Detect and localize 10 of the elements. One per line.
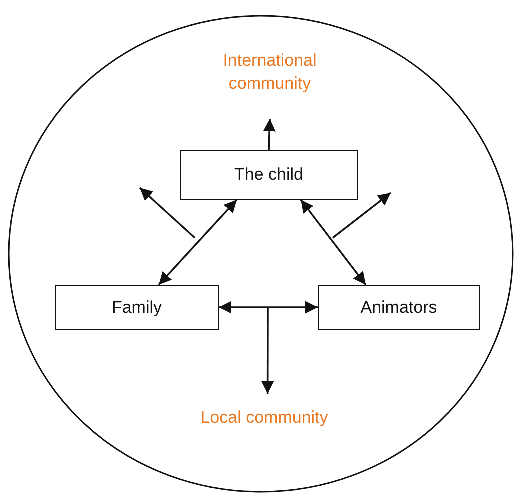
text-label: International community (210, 50, 330, 100)
arrow (263, 118, 276, 150)
arrow (219, 301, 318, 314)
process-box: Family (55, 285, 219, 330)
arrow (158, 199, 238, 286)
arrow (262, 308, 274, 394)
process-box: Animators (318, 285, 480, 330)
arrow (300, 199, 367, 286)
process-box: The child (180, 150, 358, 200)
text-label: Local community (182, 407, 347, 433)
